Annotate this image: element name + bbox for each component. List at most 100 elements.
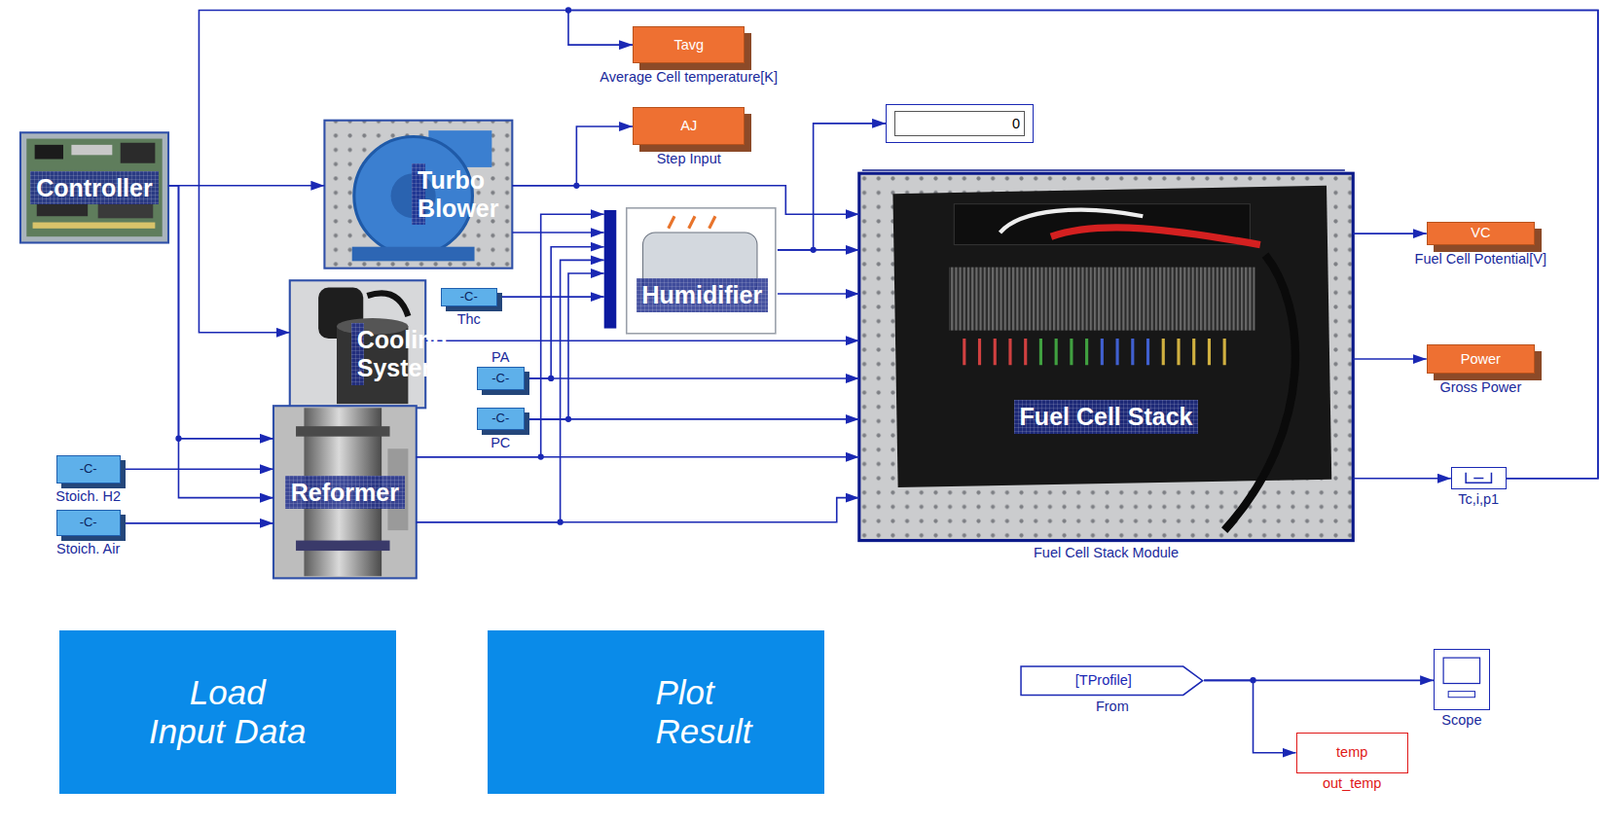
fuel-cell-stack-photo-part bbox=[1040, 338, 1087, 365]
block-label: AJ bbox=[680, 117, 697, 135]
fuel-cell-stack-photo-part bbox=[859, 173, 1353, 541]
cooling-system-photo-part bbox=[336, 318, 408, 335]
fuel-cell-stack-photo-part bbox=[1224, 254, 1296, 531]
block-label: -C- bbox=[460, 290, 478, 305]
block-caption: Fuel Cell Stack Module bbox=[1033, 545, 1179, 562]
signal-line bbox=[416, 214, 605, 458]
scope-screen bbox=[1443, 657, 1480, 684]
signal-line bbox=[120, 468, 274, 471]
signal-line bbox=[497, 295, 605, 298]
block-caption: Tc,i,p1 bbox=[1457, 491, 1499, 509]
memory-icon bbox=[1452, 468, 1506, 489]
subsystem-block: Turbo Blower bbox=[324, 120, 512, 269]
signal-line bbox=[524, 273, 605, 420]
turbo-blower-photo-part bbox=[354, 136, 473, 255]
cooling-system-photo-part bbox=[290, 280, 426, 408]
block-label: Plot Result bbox=[654, 673, 657, 753]
signal-line bbox=[198, 9, 1598, 478]
fuel-cell-stack-photo-part bbox=[1000, 210, 1144, 233]
block-label: Turbo Blower bbox=[411, 163, 426, 226]
controller-photo-part bbox=[20, 132, 169, 243]
subsystem-block: Cooling System bbox=[290, 280, 426, 408]
controller-photo-part bbox=[35, 145, 64, 160]
block-caption: Gross Power bbox=[1439, 379, 1522, 397]
signal-line bbox=[1203, 680, 1296, 753]
constant-block: -C-Thc bbox=[440, 288, 498, 307]
memory-icon bbox=[1473, 477, 1484, 479]
memory-block: Tc,i,p1 bbox=[1451, 467, 1507, 490]
humidifier-photo-part bbox=[668, 216, 716, 229]
block-label: temp bbox=[1336, 744, 1368, 762]
subsystem-block: Humidifier bbox=[604, 208, 778, 329]
controller-photo bbox=[20, 132, 169, 243]
signal-line bbox=[416, 456, 860, 459]
signal-line bbox=[425, 339, 860, 342]
scope-icon bbox=[1434, 650, 1490, 710]
block-label: VC bbox=[1470, 224, 1491, 242]
signal-line bbox=[777, 123, 886, 251]
block-caption: Step Input bbox=[656, 150, 722, 168]
signal-line bbox=[416, 498, 860, 523]
block-caption: Average Cell temperature[K] bbox=[599, 69, 778, 86]
turbo-blower-photo-part bbox=[324, 120, 512, 269]
humidifier-photo-part bbox=[626, 208, 776, 334]
block-label: Reformer bbox=[285, 475, 405, 510]
block-caption: PC bbox=[490, 435, 510, 452]
fuel-cell-stack-photo-part bbox=[964, 338, 1026, 365]
block-label: -C- bbox=[79, 515, 98, 531]
constant-block: -C-Stoich. Air bbox=[56, 509, 121, 537]
subsystem-block: Reformer bbox=[273, 405, 417, 579]
block-label: Power bbox=[1460, 351, 1501, 368]
button-block: Load Input Data bbox=[59, 630, 397, 795]
fuel-cell-stack-photo-part bbox=[892, 185, 1332, 488]
reformer-photo-part bbox=[295, 426, 390, 437]
controller-photo-part bbox=[36, 204, 88, 218]
controller-photo-part bbox=[120, 143, 156, 164]
cooling-system-photo bbox=[290, 280, 426, 408]
cooling-system-photo-part bbox=[366, 292, 408, 317]
block-caption: From bbox=[1095, 698, 1129, 716]
button-block: Plot Result bbox=[487, 630, 825, 795]
constant-block: -C-PC bbox=[476, 407, 525, 431]
block-label: Tavg bbox=[673, 36, 704, 54]
signal-line bbox=[524, 377, 860, 380]
constant-block: PA-C- bbox=[476, 366, 525, 390]
block-caption: PA bbox=[491, 349, 510, 366]
signal-line bbox=[568, 9, 1599, 478]
fuel-cell-stack-photo-part bbox=[948, 267, 1256, 331]
subsystem-block: Fuel Cell StackFuel Cell Stack Module bbox=[859, 173, 1353, 541]
cooling-system-photo-part bbox=[336, 326, 408, 404]
outport-block: VCFuel Cell Potential[V] bbox=[1426, 221, 1535, 246]
signal-line bbox=[511, 126, 633, 186]
fuel-cell-stack-photo-part bbox=[1163, 338, 1225, 365]
constant-block: -C-Stoich. H2 bbox=[56, 455, 121, 484]
from-tag-block: [TProfile]From bbox=[1019, 665, 1204, 696]
fuel-cell-stack-photo bbox=[859, 170, 1353, 542]
scope-knobs bbox=[1448, 690, 1475, 697]
signal-line bbox=[1352, 358, 1427, 361]
signal-line bbox=[168, 185, 274, 439]
signal-line bbox=[1352, 477, 1452, 480]
memory-icon bbox=[1465, 472, 1491, 484]
block-caption: Fuel Cell Potential[V] bbox=[1415, 251, 1547, 268]
block-caption: Stoich. Air bbox=[56, 541, 120, 558]
fuel-cell-stack-photo-part bbox=[1101, 338, 1148, 365]
to-workspace-block: tempout_temp bbox=[1296, 732, 1409, 774]
signal-line bbox=[416, 259, 605, 522]
fuel-cell-stack-photo-part bbox=[862, 169, 1346, 172]
block-caption: Scope bbox=[1441, 712, 1482, 729]
mux-bar bbox=[604, 210, 618, 329]
block-label: -C- bbox=[491, 371, 510, 387]
fuel-cell-stack-photo-part bbox=[1051, 227, 1261, 246]
signal-line bbox=[120, 522, 274, 525]
humidifier-photo bbox=[604, 208, 776, 334]
block-label: Humidifier bbox=[636, 278, 769, 313]
block-label: Cooling System bbox=[351, 323, 365, 386]
scope-block: Scope bbox=[1433, 649, 1491, 711]
turbo-blower-photo-part bbox=[352, 247, 475, 262]
controller-photo-part bbox=[71, 145, 112, 155]
block-label: -C- bbox=[79, 462, 98, 477]
block-label: Controller bbox=[30, 171, 158, 206]
